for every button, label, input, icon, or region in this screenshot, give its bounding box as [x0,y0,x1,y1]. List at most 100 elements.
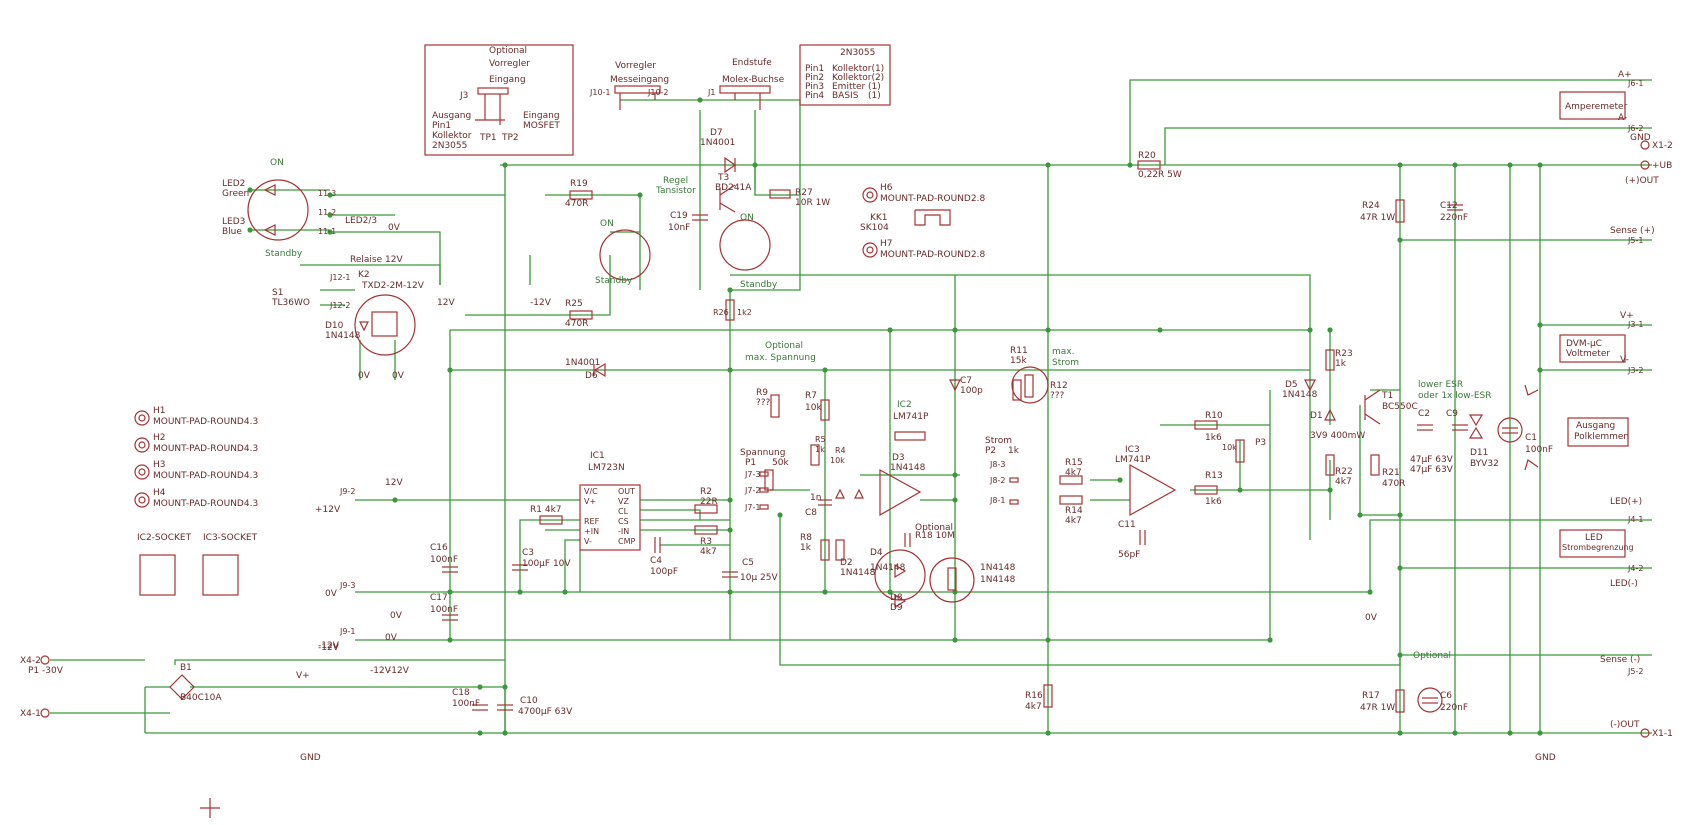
svg-text:Amperemeter: Amperemeter [1565,102,1628,112]
led-strombegrenzung-frame [1559,529,1626,558]
svg-text:R7: R7 [805,391,817,401]
svg-text:LED(+): LED(+) [1610,497,1642,507]
svg-text:47µF 63V: 47µF 63V [1410,465,1454,475]
svg-text:10k: 10k [830,456,845,465]
svg-text:J7-2: J7-2 [744,486,760,495]
label: Eingang [523,111,560,121]
svg-text:47R 1W: 47R 1W [1360,703,1395,713]
svg-text:R10: R10 [1205,411,1223,421]
svg-text:C4: C4 [650,556,662,566]
svg-text:15k: 15k [1010,356,1027,366]
svg-text:C18: C18 [452,688,470,698]
svg-text:C16: C16 [430,543,448,553]
svg-text:(-)OUT: (-)OUT [1610,720,1640,730]
svg-text:LED3: LED3 [222,217,245,227]
svg-text:220nF: 220nF [1440,703,1468,713]
svg-text:V+: V+ [584,497,596,506]
svg-text:R15: R15 [1065,458,1083,468]
svg-text:TL36WO: TL36WO [271,298,310,308]
svg-text:R20: R20 [1138,151,1156,161]
svg-text:???: ??? [1050,391,1065,401]
svg-text:max.: max. [1052,347,1074,357]
svg-text:+UB: +UB [1652,161,1672,171]
svg-text:Green: Green [222,189,249,199]
svg-text:oder 1x low-ESR: oder 1x low-ESR [1418,391,1492,401]
svg-text:-12V: -12V [370,666,392,676]
svg-text:11-3: 11-3 [318,189,336,198]
svg-text:R19: R19 [570,179,588,189]
svg-text:J8-3: J8-3 [989,460,1005,469]
svg-text:IC2-SOCKET: IC2-SOCKET [137,533,192,543]
svg-text:BD241A: BD241A [715,183,752,193]
svg-text:470R: 470R [565,319,588,329]
svg-text:1N4148: 1N4148 [325,331,361,341]
svg-text:D6: D6 [585,371,598,381]
svg-text:C10: C10 [520,696,538,706]
svg-text:B1: B1 [180,663,192,673]
svg-text:A+: A+ [1618,70,1632,80]
svg-text:R11: R11 [1010,346,1028,356]
svg-text:11-1: 11-1 [318,227,336,236]
svg-text:Pin2: Pin2 [805,73,824,83]
svg-text:C8: C8 [805,508,817,518]
labels-top-connectors: Vorregler Messeingang J10-1 J10-2 Endstu… [589,58,785,97]
svg-text:4k7: 4k7 [1065,516,1082,526]
svg-text:D11: D11 [1470,448,1488,458]
svg-text:Pin3: Pin3 [805,82,824,92]
svg-text:12V: 12V [437,298,455,308]
svg-text:(1): (1) [868,82,881,92]
svg-text:(1): (1) [868,91,881,101]
svg-text:R26: R26 [713,308,729,317]
svg-text:BC550C: BC550C [1382,402,1418,412]
svg-text:J7-1: J7-1 [744,503,760,512]
svg-text:P2: P2 [985,446,996,456]
svg-text:100nF: 100nF [430,605,458,615]
svg-text:T1: T1 [1381,391,1393,401]
svg-text:Strom: Strom [985,436,1012,446]
svg-text:BYV32: BYV32 [1470,459,1499,469]
svg-text:R13: R13 [1205,471,1223,481]
svg-text:D2: D2 [840,558,853,568]
svg-text:LED2: LED2 [222,179,245,189]
svg-text:V+: V+ [1620,311,1634,321]
svg-text:1N4148: 1N4148 [890,463,926,473]
svg-text:J5-2: J5-2 [1627,667,1643,676]
svg-text:1n: 1n [810,493,821,503]
svg-text:R3: R3 [700,537,712,547]
labels-relay: Standby Relaise 12V K2 TXD2-2M-12V S1 TL… [265,249,552,381]
svg-text:J9-3: J9-3 [339,581,355,590]
svg-text:IC1: IC1 [590,451,605,461]
svg-text:1k6: 1k6 [1205,497,1222,507]
svg-text:BASIS: BASIS [832,91,859,101]
svg-text:D5: D5 [1285,380,1298,390]
svg-text:SK104: SK104 [860,223,889,233]
svg-text:R25: R25 [565,299,583,309]
svg-text:J6-2: J6-2 [1627,124,1643,133]
label: TP2 [501,133,519,143]
svg-text:CL: CL [618,507,629,516]
svg-text:1k: 1k [800,543,812,553]
label: TP1 [479,133,497,143]
svg-text:GND: GND [300,753,321,763]
svg-text:1N4148: 1N4148 [1282,390,1318,400]
label: Ausgang [432,111,471,121]
svg-text:J8-2: J8-2 [989,476,1005,485]
svg-text:Optional: Optional [1413,651,1451,661]
svg-text:C6: C6 [1440,691,1452,701]
svg-text:470R: 470R [565,199,588,209]
optional-vorregler-frame [424,44,574,156]
svg-text:D10: D10 [325,321,344,331]
labels-right: A+ J6-1 Amperemeter A- J6-2 GND X1-2 +UB… [1562,70,1673,739]
switch-on-standby-2 [719,219,771,271]
svg-text:V-: V- [584,537,592,546]
svg-text:Pin4: Pin4 [805,91,824,101]
svg-text:J1: J1 [707,88,715,97]
svg-text:47µF 63V: 47µF 63V [1410,455,1454,465]
svg-text:1k: 1k [1008,446,1020,456]
switch-on-standby-1 [599,229,651,281]
svg-text:V-: V- [1620,355,1629,365]
svg-text:MOUNT-PAD-ROUND4.3: MOUNT-PAD-ROUND4.3 [153,499,258,509]
svg-text:220nF: 220nF [1440,213,1468,223]
svg-text:4k7: 4k7 [1025,702,1042,712]
svg-text:R2: R2 [700,487,712,497]
